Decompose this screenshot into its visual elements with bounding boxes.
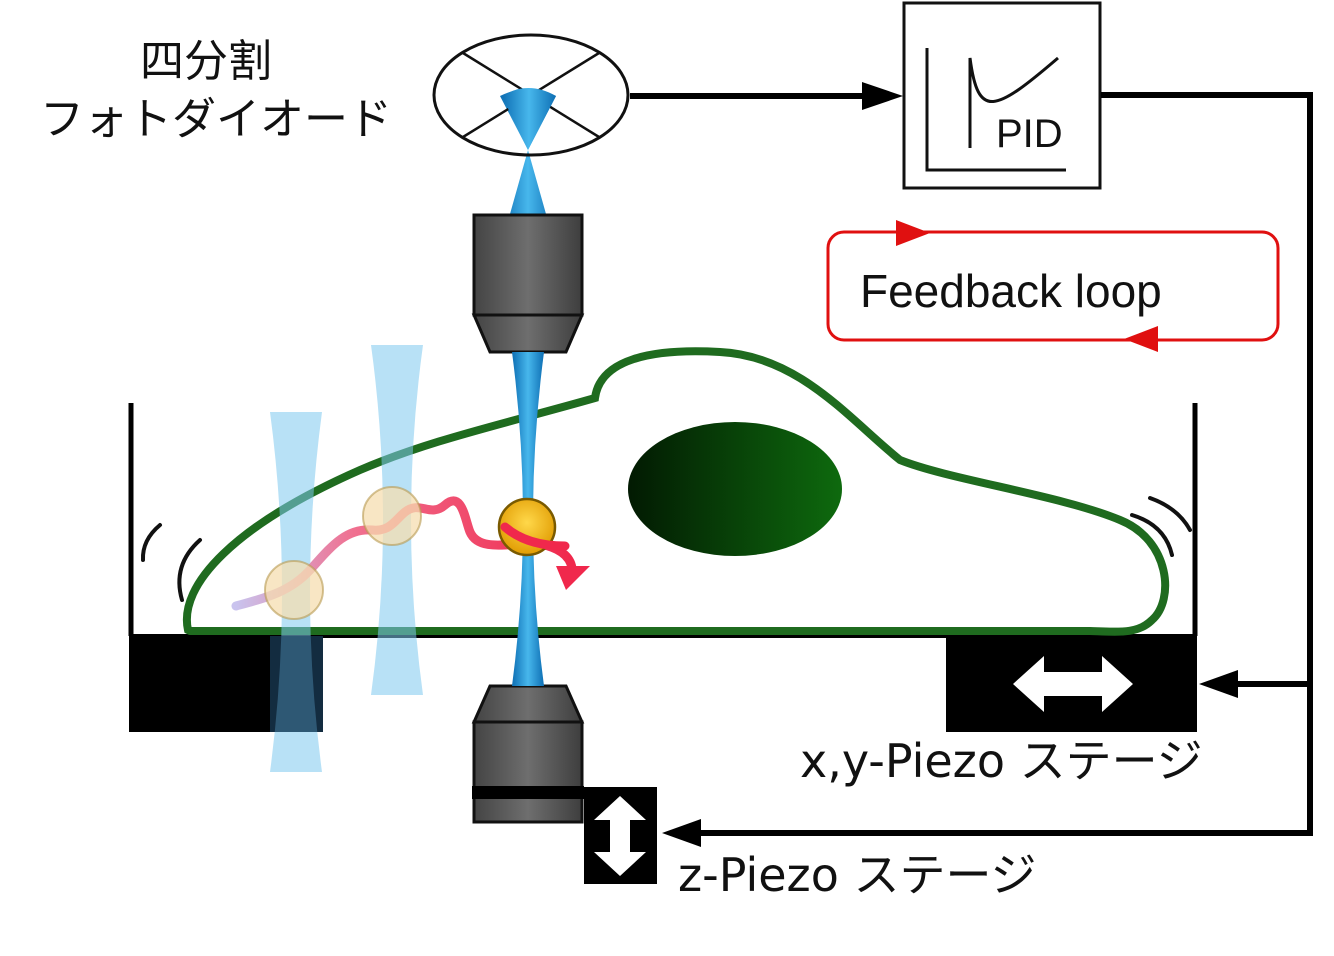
- z-piezo-stage: [584, 787, 657, 884]
- ghost-bead-2: [362, 486, 422, 546]
- loop-arrow-right-icon: [896, 220, 930, 246]
- signal-arrow-to-pid: [630, 82, 903, 110]
- cell-nucleus: [628, 422, 842, 556]
- pid-label: PID: [996, 112, 1063, 156]
- detection-beam-top: [502, 88, 556, 150]
- ghost-beam-overlap: [270, 636, 323, 732]
- vertical-double-arrow-icon: [594, 796, 646, 876]
- xy-stage-label: x,y-Piezo ステージ: [800, 734, 1203, 788]
- pid-controller: [902, 1, 1102, 190]
- z-stage-label: z-Piezo ステージ: [678, 848, 1037, 902]
- horizontal-double-arrow-icon: [1013, 656, 1133, 712]
- cell-outline: [182, 347, 1170, 636]
- upper-objective: [471, 213, 585, 354]
- feedback-wire: [662, 92, 1313, 847]
- qpd-label-line1: 四分割: [140, 36, 272, 87]
- vibration-left-icon: [140, 523, 202, 602]
- vibration-right-icon: [1130, 496, 1192, 557]
- qpd-label-line2: フォトダイオード: [40, 94, 392, 145]
- xy-piezo-stage: [946, 636, 1197, 732]
- ghost-bead-1: [264, 560, 324, 620]
- feedback-loop-indicator: [826, 220, 1280, 352]
- trajectory-arrowhead-icon: [556, 566, 590, 590]
- loop-arrow-left-icon: [1124, 326, 1158, 352]
- trajectory-front-segment: [500, 522, 570, 551]
- feedback-loop-label: Feedback loop: [860, 265, 1162, 317]
- lower-objective: [471, 684, 585, 824]
- qpd-label: 四分割 フォトダイオード: [40, 40, 392, 142]
